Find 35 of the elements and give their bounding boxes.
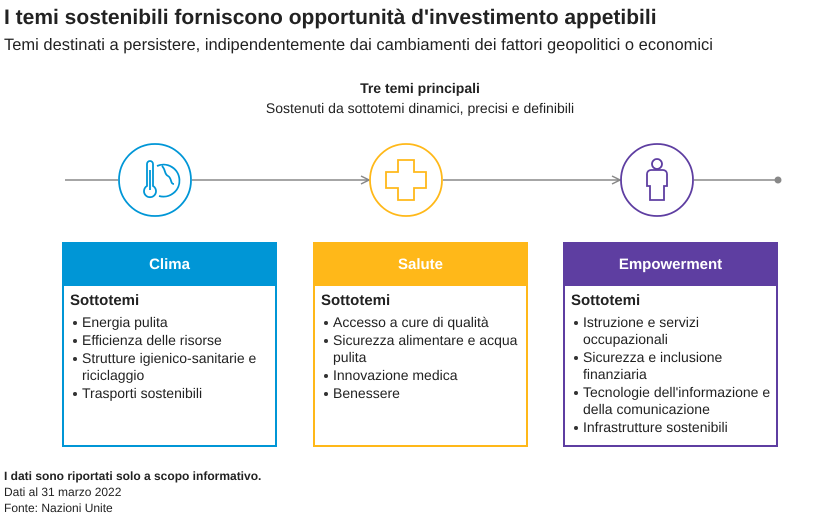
disclaimer-note: I dati sono riportati solo a scopo informativo. <box>4 469 262 483</box>
card-header: Salute <box>315 244 526 286</box>
card-subheading: Sottotemi <box>571 292 640 309</box>
connector-line <box>443 175 621 185</box>
date-note: Dati al 31 marzo 2022 <box>4 485 122 499</box>
bullet-item: Sicurezza alimentare e acqua pulita <box>333 332 518 365</box>
bullet-item: Benessere <box>333 385 400 401</box>
bullet-item: Innovazione medica <box>333 367 458 383</box>
connector-line <box>694 176 782 184</box>
connector-line <box>65 179 118 181</box>
bullet-item: Strutture igienico-sanitarie e riciclaggio <box>82 350 256 383</box>
medical-cross-icon <box>368 142 444 218</box>
bullet-item: Infrastrutture sostenibili <box>583 419 728 435</box>
thermometer-globe-icon <box>117 142 193 218</box>
bullet-item: Efficienza delle risorse <box>82 332 222 348</box>
section-heading: Tre temi principali <box>359 80 481 96</box>
bullet-item: Tecnologie dell'informazione e della comunicazione <box>583 384 770 417</box>
bullet-item: Accesso a cure di qualità <box>333 314 489 330</box>
title: I temi sostenibili forniscono opportunità d'investimento appetibili <box>4 6 657 30</box>
connector-line <box>192 175 370 185</box>
bullet-item: Trasporti sostenibili <box>82 385 202 401</box>
section-subheading: Sostenuti da sottotemi dinamici, precisi e definibili <box>264 100 576 116</box>
bullet-item: Energia pulita <box>82 314 168 330</box>
bullet-item: Istruzione e servizi occupazionali <box>583 314 699 347</box>
card-subheading: Sottotemi <box>70 292 140 309</box>
theme-card <box>62 242 277 447</box>
card-header: Clima <box>64 244 275 286</box>
bullet-item: Sicurezza e inclusione finanziaria <box>583 349 722 382</box>
subtitle: Temi destinati a persistere, indipendentemente dai cambiamenti dei fattori geopolitici o economici <box>4 36 713 55</box>
card-header: Empowerment <box>565 244 776 286</box>
theme-card <box>563 242 778 447</box>
card-subheading: Sottotemi <box>321 292 390 309</box>
theme-card <box>313 242 528 447</box>
source-note: Fonte: Nazioni Unite <box>4 501 113 515</box>
person-icon <box>619 142 695 218</box>
